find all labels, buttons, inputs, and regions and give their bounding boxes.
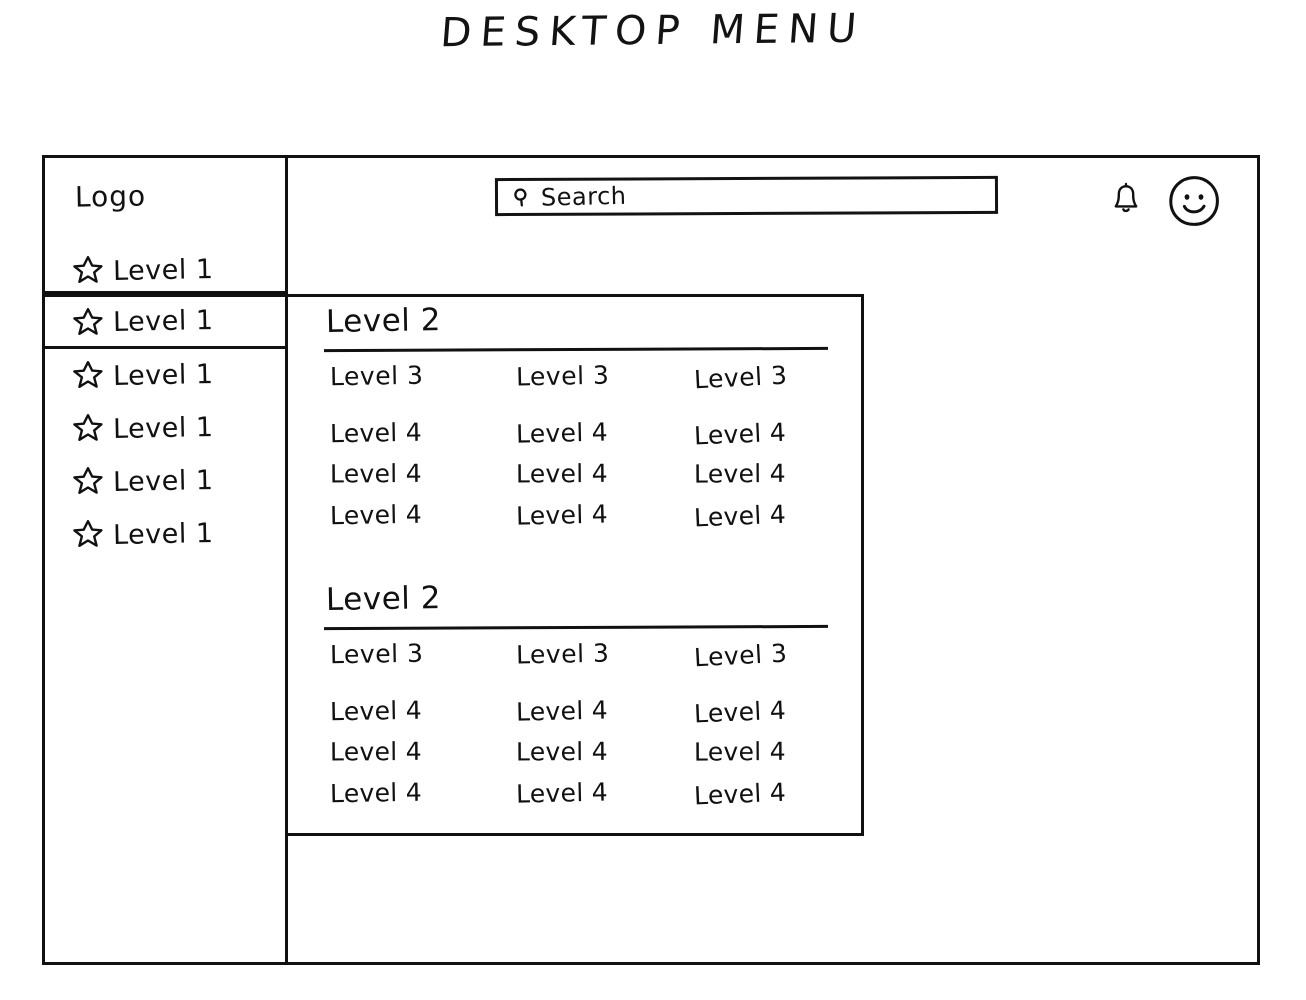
main-content: Search Leve [288, 158, 1257, 962]
menu-item-level-4[interactable]: Level 4 [329, 777, 423, 809]
sidebar-item-label: Level 1 [112, 411, 214, 445]
mega-menu-panel: Level 2 Level 3 Level 4 Level 4 Level 4 … [288, 294, 864, 836]
sidebar-item-level-1-0[interactable]: Level 1 [45, 244, 285, 296]
star-icon [71, 305, 105, 339]
menu-column-2: Level 3 Level 4 Level 4 Level 4 [662, 639, 862, 819]
menu-item-level-4[interactable]: Level 4 [515, 417, 609, 449]
star-icon [71, 464, 105, 498]
menu-column-2: Level 3 Level 4 Level 4 Level 4 [662, 361, 862, 541]
menu-column-1: Level 3 Level 4 Level 4 Level 4 [480, 639, 662, 819]
menu-item-level-4[interactable]: Level 4 [693, 458, 787, 489]
star-icon [71, 253, 105, 287]
sidebar-item-label: Level 1 [112, 464, 214, 498]
menu-column-head-level-3[interactable]: Level 3 [329, 360, 424, 392]
star-icon [71, 517, 105, 551]
sidebar-item-label: Level 1 [112, 517, 214, 551]
sidebar-item-level-1-5[interactable]: Level 1 [45, 508, 285, 560]
sidebar-header: Logo [45, 158, 285, 294]
search-placeholder: Search [540, 181, 627, 212]
menu-column-head-level-3[interactable]: Level 3 [693, 638, 789, 673]
menu-item-level-4[interactable]: Level 4 [693, 695, 787, 729]
menu-column-head-level-3[interactable]: Level 3 [329, 638, 424, 670]
menu-item-level-4[interactable]: Level 4 [329, 499, 423, 531]
sidebar-item-level-1-2[interactable]: Level 1 [45, 349, 285, 401]
sidebar-item-level-1-4[interactable]: Level 1 [45, 455, 285, 507]
bell-icon[interactable] [1111, 182, 1141, 216]
sidebar-item-label: Level 1 [112, 253, 214, 287]
star-icon [71, 358, 105, 392]
sidebar-item-label: Level 1 [112, 304, 214, 339]
sidebar-item-level-1-3[interactable]: Level 1 [45, 402, 285, 454]
menu-item-level-4[interactable]: Level 4 [515, 458, 609, 489]
menu-item-level-4[interactable]: Level 4 [329, 695, 423, 727]
menu-group-title[interactable]: Level 2 [325, 302, 442, 340]
page-title: DESKTOP MENU [438, 5, 868, 57]
menu-item-level-4[interactable]: Level 4 [693, 499, 787, 533]
menu-group-title[interactable]: Level 2 [325, 580, 442, 618]
menu-column-0: Level 3 Level 4 Level 4 Level 4 [288, 639, 480, 819]
star-icon [71, 411, 105, 445]
menu-group-divider [323, 346, 829, 353]
menu-column-1: Level 3 Level 4 Level 4 Level 4 [480, 361, 662, 541]
menu-columns: Level 3 Level 4 Level 4 Level 4 Level 3 … [288, 361, 861, 541]
menu-item-level-4[interactable]: Level 4 [693, 777, 787, 811]
logo[interactable]: Logo [74, 179, 147, 214]
menu-item-level-4[interactable]: Level 4 [329, 417, 423, 449]
menu-item-level-4[interactable]: Level 4 [515, 777, 609, 809]
menu-item-level-4[interactable]: Level 4 [515, 736, 609, 767]
menu-column-head-level-3[interactable]: Level 3 [515, 638, 610, 670]
search-icon [512, 187, 532, 207]
search-input[interactable]: Search [494, 175, 999, 217]
menu-item-level-4[interactable]: Level 4 [329, 736, 423, 767]
menu-item-level-4[interactable]: Level 4 [693, 417, 787, 451]
menu-group-divider [323, 624, 829, 631]
menu-item-level-4[interactable]: Level 4 [329, 458, 423, 489]
menu-column-head-level-3[interactable]: Level 3 [693, 360, 789, 395]
menu-column-head-level-3[interactable]: Level 3 [515, 360, 610, 392]
menu-item-level-4[interactable]: Level 4 [515, 695, 609, 727]
menu-item-level-4[interactable]: Level 4 [515, 499, 609, 531]
sidebar-item-level-1-1[interactable]: Level 1 [45, 294, 285, 349]
avatar[interactable] [1168, 175, 1220, 227]
menu-item-level-4[interactable]: Level 4 [693, 736, 787, 767]
menu-column-0: Level 3 Level 4 Level 4 Level 4 [288, 361, 480, 541]
sidebar-item-label: Level 1 [112, 358, 214, 392]
menu-columns: Level 3 Level 4 Level 4 Level 4 Level 3 … [288, 639, 861, 819]
sidebar: Logo Level 1 Level 1 [45, 158, 288, 962]
app-window-frame: Logo Level 1 Level 1 [42, 155, 1260, 965]
topbar: Search [288, 158, 1257, 294]
